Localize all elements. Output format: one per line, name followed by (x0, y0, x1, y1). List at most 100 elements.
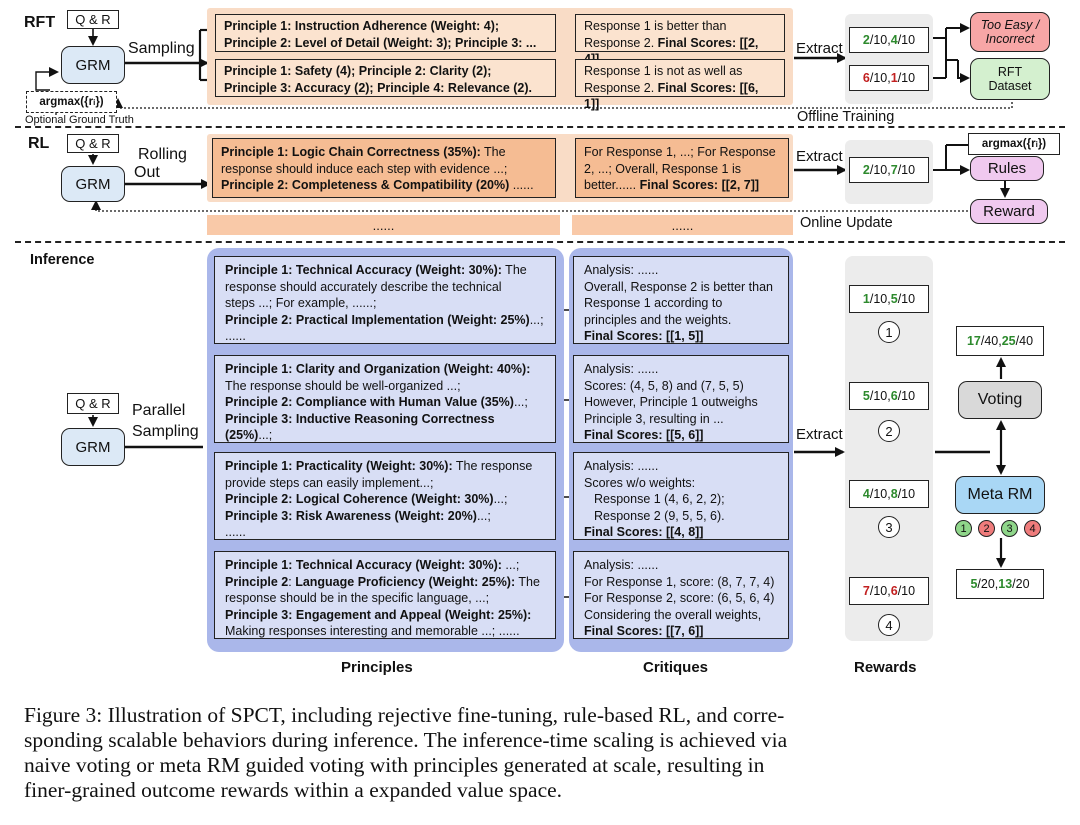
rl-principle-line-2: response should induce each step with ev… (221, 161, 508, 176)
ip2-line-1: Principle 1: Clarity and Organization (W… (225, 362, 531, 376)
meta-rm-box: Meta RM (955, 476, 1045, 514)
ip3-line-2: provide steps can easily implement...; (225, 475, 434, 490)
caption-line-4: finer-grained outcome rewards within a e… (24, 778, 563, 802)
ip1-line-5: ...... (225, 329, 246, 343)
inference-principle-box-2: Principle 1: Clarity and Organization (W… (214, 355, 556, 459)
meta-dot-4: 4 (1024, 520, 1041, 537)
ip4-line-2: Principle 2: Language Proficiency (Weigh… (225, 574, 540, 589)
rft-principle-1-line-2: Principle 2: Level of Detail (Weight: 3)… (224, 35, 537, 50)
ic4-line-2: For Response 1, score: (8, 7, 7, 4) (584, 574, 775, 589)
ic3-line-3: Response 1 (4, 6, 2, 2); (594, 492, 725, 506)
column-label-principles: Principles (341, 659, 413, 676)
ip1-line-2: response should accurately describe the … (225, 279, 502, 294)
ip1-line-3: steps ...; For example, ......; (225, 296, 377, 310)
ip2-line-4: Principle 3: Inductive Reasoning Correct… (225, 411, 495, 443)
ip4-line-4: Principle 3: Engagement and Appeal (Weig… (225, 607, 532, 622)
voting-box: Voting (958, 381, 1042, 419)
reward-index-2: 2 (878, 420, 900, 442)
rft-principle-2-line-2: Principle 3: Accuracy (2); Principle 4: … (224, 80, 532, 95)
inference-critique-box-3: Analysis: ...... Scores w/o weights: Res… (573, 452, 789, 540)
rft-critique-1-line-1: Response 1 is better than (584, 19, 727, 33)
ic4-line-1: Analysis: ...... (584, 558, 659, 572)
rft-critique-2-line-2: Response 2. Final Scores: [[6, 1]] (584, 80, 759, 112)
figure-caption: Figure 3: Illustration of SPCT, includin… (24, 703, 1064, 803)
column-label-rewards: Rewards (854, 659, 917, 676)
rl-grm-box: GRM (61, 166, 125, 202)
rft-critique-box-2: Response 1 is not as well as Response 2.… (575, 59, 785, 111)
caption-line-3: naive voting or meta RM guided voting wi… (24, 753, 765, 777)
ip4-line-1: Principle 1: Technical Accuracy (Weight:… (225, 558, 520, 572)
reward-box-1: 1/10, 5/10 (849, 285, 929, 313)
rl-argmax-end: }) (1037, 138, 1047, 150)
inference-critique-box-4: Analysis: ...... For Response 1, score: … (573, 551, 789, 639)
reward-index-4: 4 (878, 614, 900, 636)
rl-rolling-label: Rolling (138, 146, 187, 163)
reward-box-3: 4/10, 8/10 (849, 480, 929, 508)
ic1-line-4: principles and the weights. (584, 312, 732, 327)
inference-sampling-label: Sampling (132, 423, 199, 440)
ic4-line-3: For Response 2, score: (6, 5, 6, 4) (584, 591, 775, 605)
rft-argmax-sub: i (93, 97, 96, 107)
inference-extract-label: Extract (796, 426, 843, 443)
reward-box-4: 7/10, 6/10 (849, 577, 929, 605)
rft-dataset-box: RFT Dataset (970, 58, 1050, 100)
rl-critiques-ellipsis: ...... (572, 215, 793, 235)
divider-rft-rl (15, 126, 1065, 128)
caption-line-1: Figure 3: Illustration of SPCT, includin… (24, 703, 785, 727)
rft-critique-box-1: Response 1 is better than Response 2. Fi… (575, 14, 785, 66)
ip1-line-4: Principle 2: Practical Implementation (W… (225, 312, 544, 327)
ic2-line-3: However, Principle 1 outweighs (584, 395, 758, 409)
inference-rewards-panel (845, 256, 933, 641)
rl-critique-box: For Response 1, ...; For Response 2, ...… (575, 138, 789, 198)
inference-critique-box-1: Analysis: ...... Overall, Response 2 is … (573, 256, 789, 344)
divider-rl-inference (15, 241, 1065, 243)
ip3-line-3: Principle 2: Logical Coherence (Weight: … (225, 492, 508, 506)
meta-dot-1: 1 (955, 520, 972, 537)
inference-section-label: Inference (30, 252, 95, 268)
ip4-line-5: Making responses interesting and memorab… (225, 624, 520, 638)
meta-dot-3: 3 (1001, 520, 1018, 537)
ic3-line-2: Scores w/o weights: (584, 475, 696, 490)
inference-principle-box-1: Principle 1: Technical Accuracy (Weight:… (214, 256, 556, 344)
rl-critique-line-3: better...... Final Scores: [[2, 7]] (584, 178, 760, 192)
rft-argmax-end: }) (95, 96, 104, 108)
rl-critique-line-1: For Response 1, ...; For Response (584, 145, 776, 159)
voting-result-box: 17/40, 25/40 (956, 326, 1044, 356)
rft-extract-label: Extract (796, 40, 843, 57)
rft-optional-gt: Optional Ground Truth (25, 114, 134, 126)
ip3-line-4: Principle 3: Risk Awareness (Weight: 20%… (225, 508, 491, 523)
caption-line-2: sponding scalable behaviors during infer… (24, 728, 788, 752)
ic2-line-4: Principle 3, resulting in ... (584, 411, 724, 426)
ic2-line-2: Scores: (4, 5, 8) and (7, 5, 5) (584, 378, 744, 393)
rl-principle-box: Principle 1: Logic Chain Correctness (35… (212, 138, 556, 198)
rft-too-easy-box: Too Easy / Incorrect (970, 12, 1050, 52)
ic2-line-1: Analysis: ...... (584, 362, 659, 376)
rl-argmax-text: argmax({r (981, 138, 1036, 150)
rl-section-label: RL (28, 135, 50, 152)
rft-section-label: RFT (24, 14, 56, 31)
rl-online-update-label: Online Update (800, 215, 893, 231)
rl-principle-line-3: Principle 2: Completeness & Compatibilit… (221, 178, 534, 192)
rl-reward-box: Reward (970, 199, 1048, 224)
inference-parallel-label: Parallel (132, 402, 186, 419)
rl-argmax-sub: i (1035, 139, 1038, 149)
rft-grm-box: GRM (61, 46, 125, 84)
reward-box-2: 5/10, 6/10 (849, 382, 929, 410)
rft-qr-box: Q & R (67, 10, 119, 29)
inference-principle-box-3: Principle 1: Practicality (Weight: 30%):… (214, 452, 556, 540)
rft-principle-box-2: Principle 1: Safety (4); Principle 2: Cl… (215, 59, 556, 97)
column-label-critiques: Critiques (643, 659, 709, 676)
inference-grm-box: GRM (61, 428, 125, 466)
meta-rm-result-box: 5/20, 13/20 (956, 569, 1044, 599)
reward-index-1: 1 (878, 321, 900, 343)
ic1-line-3: Response 1 according to (584, 296, 723, 310)
rft-offline-training-label: Offline Training (797, 109, 895, 125)
rl-critique-line-2: 2, ...; Overall, Response 1 is (584, 161, 742, 176)
rl-out-label: Out (134, 164, 160, 181)
ic3-line-5: Final Scores: [[4, 8]] (584, 525, 704, 539)
ic4-line-5: Final Scores: [[7, 6]] (584, 624, 704, 638)
rl-principle-line-1: Principle 1: Logic Chain Correctness (35… (221, 145, 506, 159)
meta-dot-2: 2 (978, 520, 995, 537)
